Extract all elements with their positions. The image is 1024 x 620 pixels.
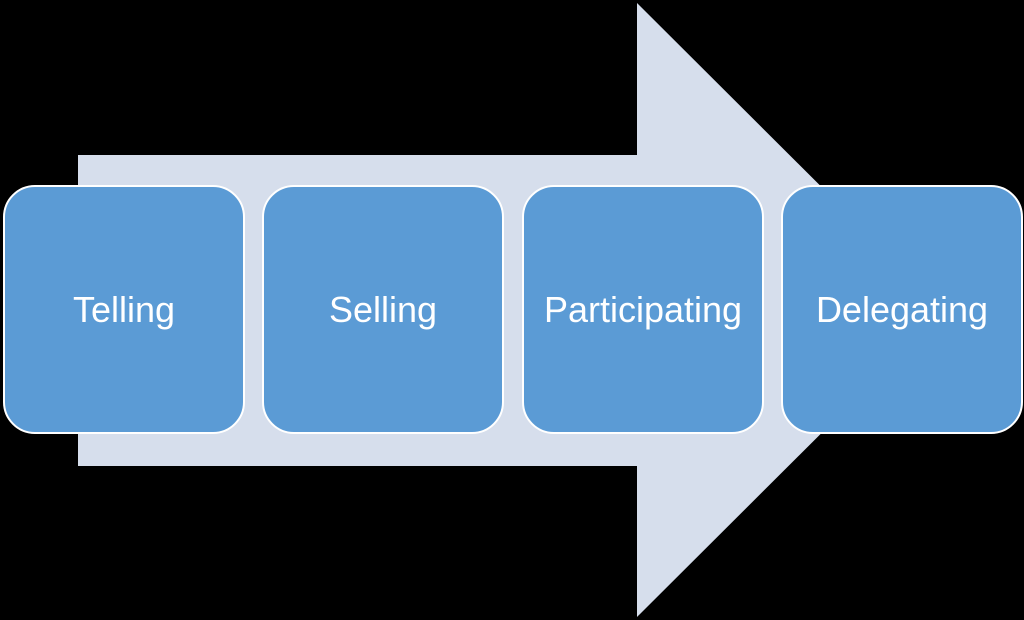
stage-label: Telling [72,288,176,330]
right-arrow-polygon [78,3,945,617]
stage-label: Participating [543,288,743,330]
stage-box-selling: Selling [262,185,504,434]
stage-label: Delegating [815,288,989,330]
stage-box-telling: Telling [3,185,245,434]
stage-label: Selling [328,288,438,330]
stage-box-participating: Participating [522,185,764,434]
stage-box-delegating: Delegating [781,185,1023,434]
